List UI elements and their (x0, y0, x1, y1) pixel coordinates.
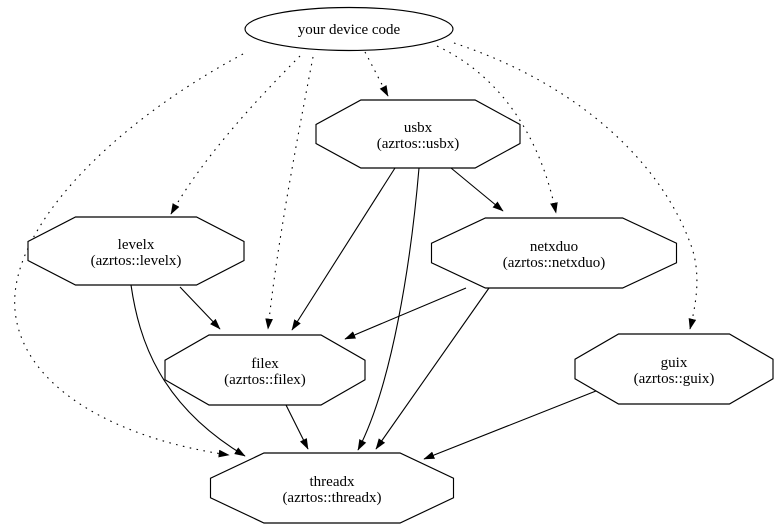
nodes-layer: your device codeusbx(azrtos::usbx)levelx… (27, 6, 774, 524)
node-sublabel: (azrtos::usbx) (377, 136, 459, 152)
node-levelx: levelx(azrtos::levelx) (27, 216, 245, 286)
node-label: usbx (404, 120, 433, 136)
edge-usbx-filex (291, 167, 396, 331)
edge-usbx-threadx (357, 167, 420, 451)
node-device: your device code (244, 6, 454, 52)
node-sublabel: (azrtos::guix) (634, 371, 715, 387)
edge-levelx-threadx (130, 284, 246, 457)
node-sublabel: (azrtos::threadx) (282, 490, 381, 506)
edge-filex-threadx (285, 404, 309, 450)
edges-layer (14, 42, 698, 460)
node-shape-octagon (209, 452, 455, 524)
edge-usbx-netxduo (450, 167, 504, 212)
node-label: threadx (310, 474, 355, 490)
node-shape-octagon (430, 217, 678, 289)
node-filex: filex(azrtos::filex) (164, 334, 366, 406)
node-guix: guix(azrtos::guix) (574, 333, 774, 405)
node-label: netxduo (530, 239, 578, 255)
node-shape-octagon (27, 216, 245, 286)
edge-guix-threadx (423, 388, 602, 460)
edge-netxduo-threadx (375, 287, 490, 450)
node-sublabel: (azrtos::filex) (224, 372, 306, 388)
node-label: your device code (298, 22, 401, 38)
edge-levelx-filex (179, 286, 221, 330)
node-shape-octagon (574, 333, 774, 405)
node-netxduo: netxduo(azrtos::netxduo) (430, 217, 678, 289)
edge-device-filex (265, 56, 314, 330)
node-shape-ellipse (244, 6, 454, 52)
node-label: levelx (118, 237, 155, 253)
edge-device-levelx (170, 55, 301, 215)
node-shape-octagon (164, 334, 366, 406)
node-label: guix (661, 355, 688, 371)
node-threadx: threadx(azrtos::threadx) (209, 452, 455, 524)
node-sublabel: (azrtos::levelx) (91, 253, 182, 269)
edge-device-guix (453, 42, 698, 330)
node-usbx: usbx(azrtos::usbx) (315, 99, 521, 169)
edge-device-usbx (364, 51, 389, 97)
edge-device-threadx (14, 53, 244, 458)
node-shape-octagon (315, 99, 521, 169)
node-label: filex (251, 356, 279, 372)
edge-netxduo-filex (344, 287, 467, 340)
node-sublabel: (azrtos::netxduo) (503, 255, 605, 271)
